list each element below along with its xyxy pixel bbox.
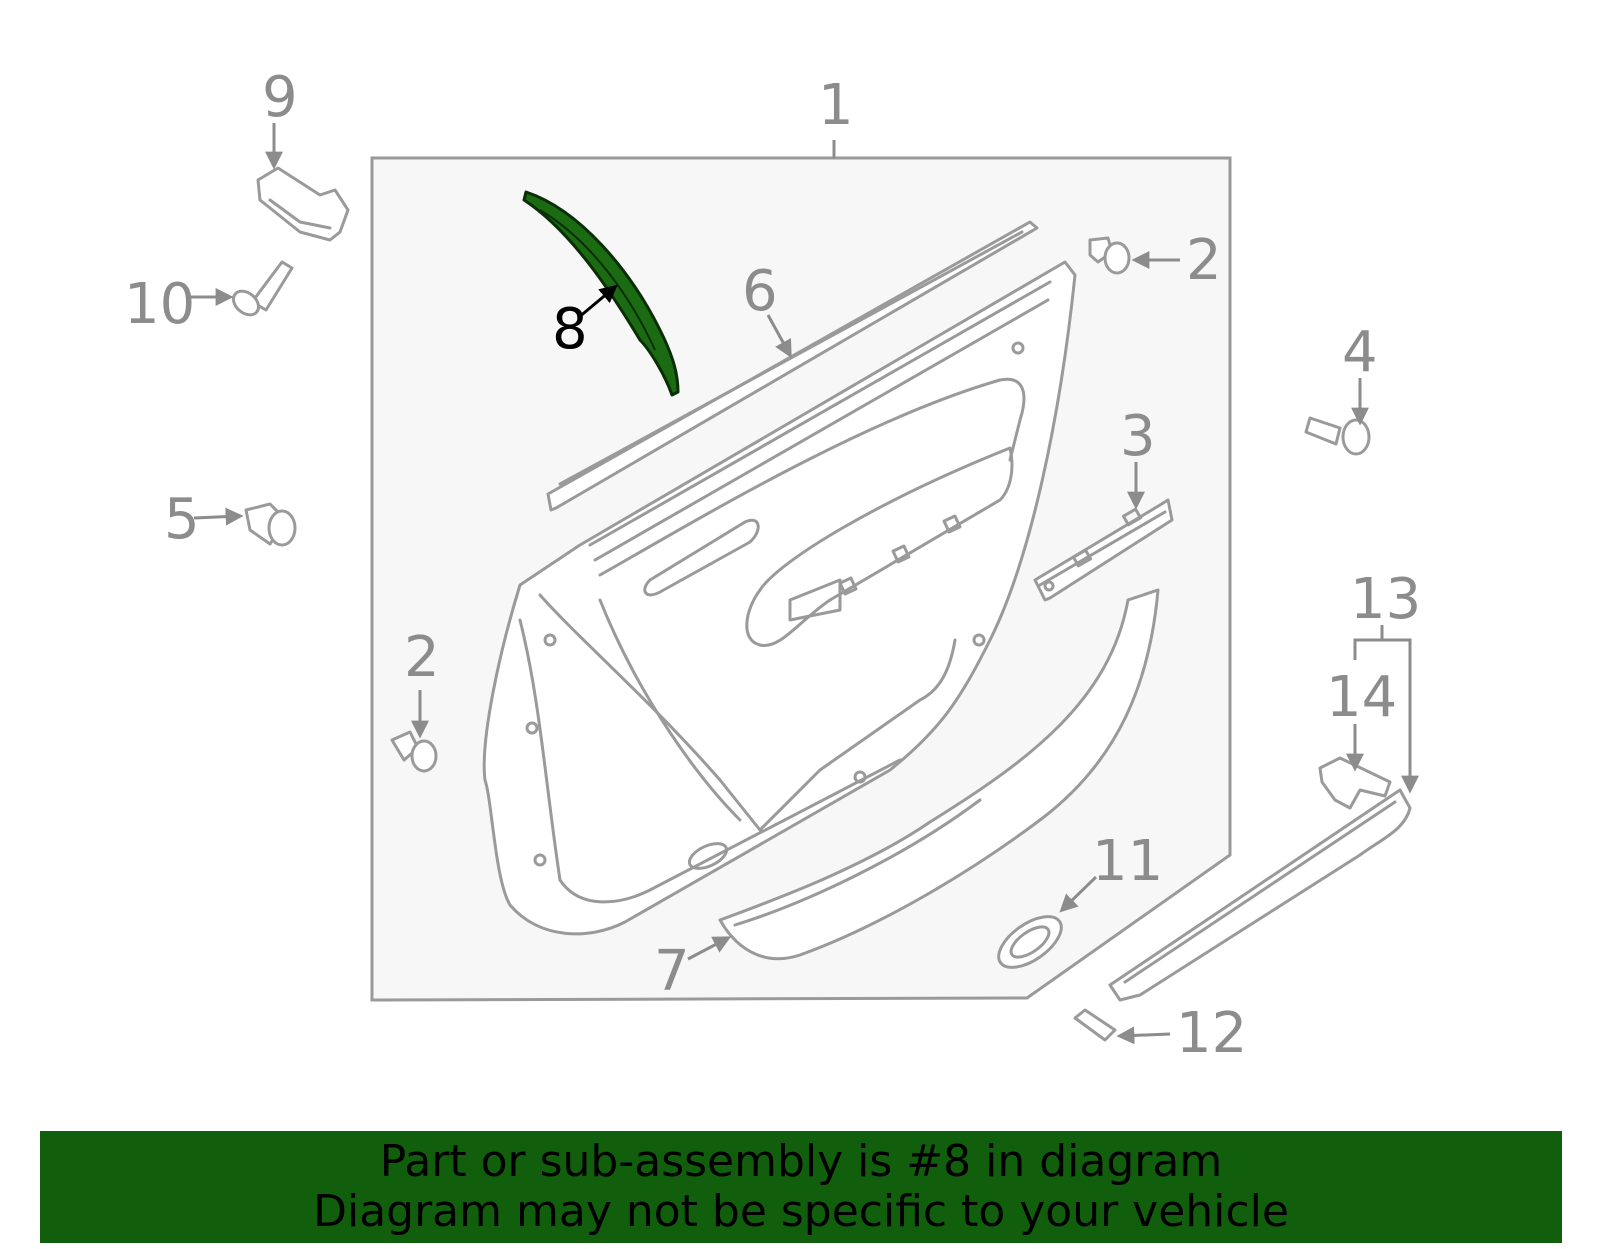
part-11-escutcheon [997, 915, 1063, 969]
callout-6: 6 [742, 259, 778, 324]
part-7-lower-trim [718, 588, 1160, 961]
banner-line-1: Part or sub-assembly is #8 in diagram [379, 1136, 1223, 1187]
info-banner: Part or sub-assembly is #8 in diagram Di… [40, 1131, 1562, 1243]
part-1-door-trim-panel [482, 260, 1077, 936]
callout-13: 13 [1350, 567, 1421, 632]
part-8-highlighted-strip [522, 190, 680, 397]
part-2-lower-clip [390, 730, 438, 773]
callout-8-highlighted: 8 [552, 297, 588, 362]
callout-10: 10 [124, 272, 195, 337]
callout-7: 7 [654, 939, 690, 1004]
callout-14: 14 [1326, 665, 1397, 730]
part-5-grommet [244, 502, 297, 547]
callout-5: 5 [164, 487, 200, 552]
callout-9: 9 [262, 65, 298, 130]
callout-3: 3 [1120, 404, 1156, 469]
callout-12: 12 [1176, 1001, 1247, 1066]
callout-2-lower: 2 [404, 625, 440, 690]
part-10-screw [231, 260, 294, 317]
part-13-sill-trim [1108, 788, 1412, 1002]
callout-1: 1 [818, 73, 854, 138]
callout-2-upper: 2 [1186, 228, 1222, 293]
part-12-plug [1073, 1008, 1117, 1042]
banner-line-2: Diagram may not be specific to your vehi… [313, 1186, 1289, 1237]
callout-4: 4 [1342, 320, 1378, 385]
part-9-clip [256, 166, 350, 242]
part-2-upper-clip [1088, 236, 1131, 275]
callout-11: 11 [1092, 829, 1163, 894]
part-3-bracket [1033, 498, 1174, 602]
part-4-rivet [1304, 416, 1371, 456]
